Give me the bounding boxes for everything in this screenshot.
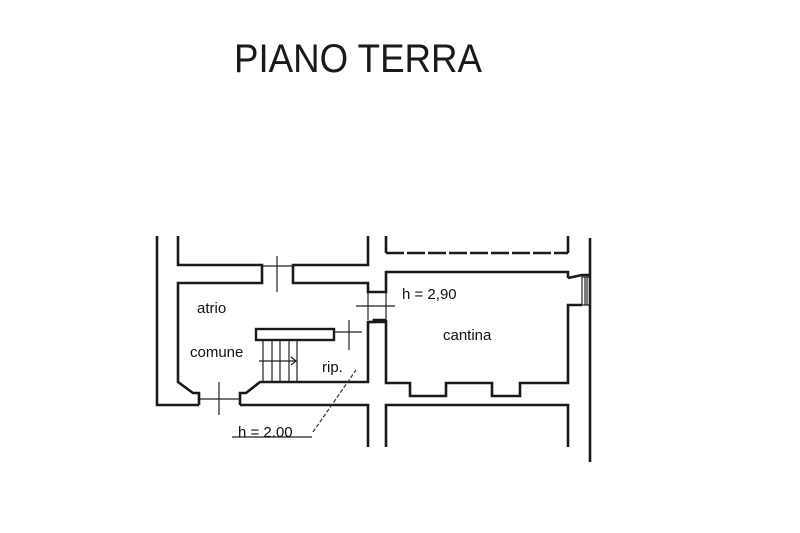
wall-bottom-right bbox=[384, 403, 570, 447]
rip-wall bbox=[238, 318, 386, 405]
stair-landing bbox=[254, 327, 336, 342]
openings bbox=[199, 256, 591, 415]
room-label-comune: comune bbox=[190, 344, 243, 361]
window bbox=[581, 276, 591, 306]
atrio-wall bbox=[176, 236, 264, 405]
corridor-wall bbox=[291, 236, 570, 294]
walls bbox=[155, 236, 592, 462]
wall-bottom-left bbox=[240, 403, 370, 447]
arrow-head-icon bbox=[290, 356, 297, 366]
room-label-rip: rip. bbox=[322, 359, 343, 376]
height-label-cantina: h = 2,90 bbox=[402, 286, 457, 303]
room-label-cantina: cantina bbox=[443, 327, 492, 344]
cantina-wall bbox=[384, 303, 582, 398]
plan-title: PIANO TERRA bbox=[234, 37, 482, 81]
wall-segment bbox=[567, 273, 590, 280]
height-leader-line bbox=[312, 369, 357, 433]
room-label-atrio: atrio bbox=[197, 300, 226, 317]
outer-wall-left bbox=[155, 236, 199, 407]
stairs bbox=[254, 327, 362, 382]
height-label-rip: h = 2.00 bbox=[238, 424, 293, 441]
